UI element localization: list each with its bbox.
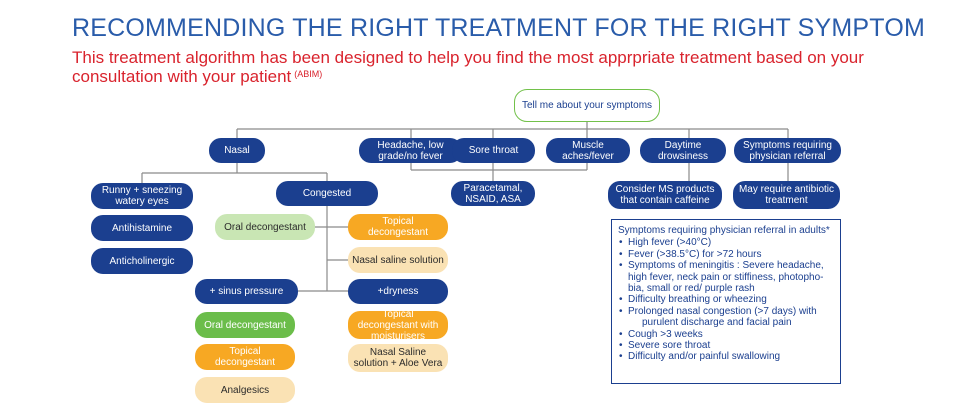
list-item: Fever (>38.5°C) for >72 hours [618,249,834,261]
list-item: Prolonged nasal congestion (>7 days) wit… [618,306,834,318]
list-item: Difficulty and/or painful swallowing [618,351,834,363]
list-item: Difficulty breathing or wheezing [618,294,834,306]
node-topical-with-moisturisers: Topical decongestant with moisturisers [348,309,448,342]
node-anticholinergic: Anticholinergic [91,248,193,274]
node-ms-products-caffeine: Consider MS products that contain caffei… [608,181,722,209]
list-item: Cough >3 weeks [618,329,834,341]
node-sinus-oral-decongestant: Oral decongestant [195,312,295,338]
page-subtitle: This treatment algorithm has been design… [72,48,892,86]
list-item: High fever (>40°C) [618,237,834,249]
category-sore-throat: Sore throat [452,138,535,163]
category-muscle-aches: Muscle aches/fever [546,138,630,163]
node-antihistamine: Antihistamine [91,215,193,241]
node-sinus-pressure: + sinus pressure [195,279,298,304]
referral-symptom-list: High fever (>40°C) Fever (>38.5°C) for >… [618,237,834,363]
node-runny-sneezing: Runny + sneezing watery eyes [91,183,193,209]
referral-symptoms-box: Symptoms requiring physician referral in… [611,219,841,384]
category-daytime-drowsiness: Daytime drowsiness [640,138,726,163]
node-oral-decongestant: Oral decongestant [215,214,315,240]
category-headache: Headache, low grade/no fever [359,138,462,163]
category-nasal: Nasal [209,138,265,163]
subtitle-text: This treatment algorithm has been design… [72,48,864,86]
node-topical-decongestant: Topical decongestant [348,214,448,240]
node-nasal-saline: Nasal saline solution [348,247,448,273]
page-title: RECOMMENDING THE RIGHT TREATMENT FOR THE… [72,14,925,42]
category-physician-referral: Symptoms requiring physician referral [734,138,841,163]
node-sinus-topical-decongestant: Topical decongestant [195,344,295,370]
list-item: Severe sore throat [618,340,834,352]
node-saline-aloe-vera: Nasal Saline solution + Aloe Vera [348,344,448,372]
list-item-continuation: high fever, neck pain or stiffiness, pho… [628,271,824,283]
node-congested: Congested [276,181,378,206]
subtitle-reference: (ABIM) [294,69,323,79]
root-node-tell-me-symptoms: Tell me about your symptoms [514,89,660,122]
node-antibiotic-treatment: May require antibiotic treatment [733,181,840,209]
referral-box-title: Symptoms requiring physician referral in… [618,225,830,236]
node-analgesics: Analgesics [195,377,295,403]
list-item-continuation: bia, small or red/ purple rash [628,283,755,295]
node-paracetamol-nsaid-asa: Paracetamal, NSAID, ASA [451,181,535,206]
list-item: Symptoms of meningitis : Severe headache… [618,260,834,272]
list-item-continuation: purulent discharge and facial pain [642,317,792,329]
node-dryness: +dryness [348,279,448,304]
